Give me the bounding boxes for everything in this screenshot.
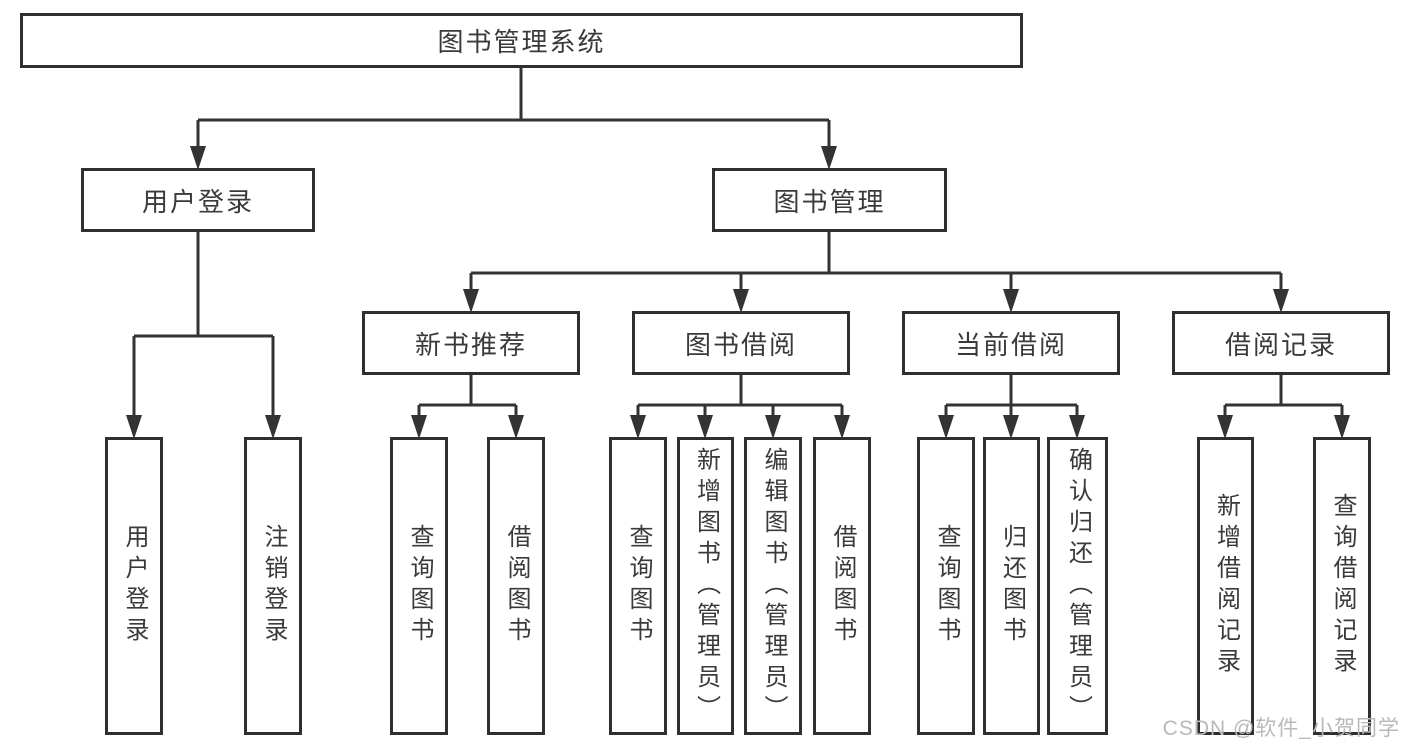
leaf-br-query-record: 查询借阅记录 (1313, 437, 1371, 735)
arrowhead-rec-borrow-book (508, 415, 524, 439)
arrowhead-bb-edit-book (765, 415, 781, 439)
node-label: 查询借阅记录 (1329, 493, 1356, 679)
node-current-borrow: 当前借阅 (902, 311, 1120, 375)
node-book-borrow: 图书借阅 (632, 311, 850, 375)
arrowhead-cb-query-book (938, 415, 954, 439)
arrowhead-cb-confirm-return (1069, 415, 1085, 439)
node-label: 图书管理系统 (437, 27, 606, 57)
node-label: 图书管理 (773, 186, 886, 217)
node-label: 当前借阅 (954, 329, 1067, 360)
leaf-cb-return-book: 归还图书 (983, 437, 1040, 735)
node-new-book-recommend: 新书推荐 (362, 311, 580, 375)
node-label: 图书借阅 (684, 329, 797, 360)
node-label: 确认归还（管理员） (1064, 446, 1092, 726)
node-label: 查询图书 (406, 524, 433, 648)
leaf-cb-query-book: 查询图书 (917, 437, 975, 735)
arrowhead-bb-add-book (697, 415, 713, 439)
csdn-watermark: CSDN @软件_小贺同学 (1162, 717, 1400, 740)
node-label: 借阅图书 (829, 524, 856, 648)
arrowhead-borrow-records (1273, 289, 1289, 313)
node-label: 新书推荐 (414, 329, 527, 360)
node-label: 用户登录 (141, 186, 254, 217)
leaf-bb-query-book: 查询图书 (609, 437, 667, 735)
node-label: 编辑图书（管理员） (760, 446, 787, 726)
leaf-logout: 注销登录 (244, 437, 302, 735)
node-label: 查询图书 (933, 524, 960, 648)
node-label: 归还图书 (998, 524, 1026, 648)
arrowhead-book-management (821, 146, 837, 170)
arrowhead-br-query-record (1334, 415, 1350, 439)
arrowhead-book-borrow (733, 289, 749, 313)
node-label: 借阅图书 (503, 524, 530, 648)
leaf-bb-add-book-admin: 新增图书（管理员） (677, 437, 734, 735)
leaf-cb-confirm-return-admin: 确认归还（管理员） (1047, 437, 1108, 735)
arrowhead-rec-query-book (411, 415, 427, 439)
node-label: 用户登录 (121, 524, 148, 648)
arrowhead-new-book-recommend (463, 289, 479, 313)
leaf-user-login: 用户登录 (105, 437, 163, 735)
arrowhead-cb-return-book (1003, 415, 1019, 439)
leaf-rec-borrow-book: 借阅图书 (487, 437, 545, 735)
arrowhead-br-add-record (1217, 415, 1233, 439)
arrowhead-logout (265, 415, 281, 439)
node-borrow-records: 借阅记录 (1172, 311, 1390, 375)
arrowhead-user-login (190, 146, 206, 170)
node-library-system: 图书管理系统 (20, 13, 1023, 68)
arrowhead-login (126, 415, 142, 439)
node-book-management: 图书管理 (712, 168, 947, 232)
node-user-login: 用户登录 (81, 168, 315, 232)
node-label: 查询图书 (625, 524, 652, 648)
node-label: 注销登录 (260, 524, 287, 648)
arrowhead-bb-query-book (630, 415, 646, 439)
arrowhead-bb-borrow-book (834, 415, 850, 439)
leaf-bb-edit-book-admin: 编辑图书（管理员） (744, 437, 802, 735)
node-label: 借阅记录 (1224, 329, 1337, 360)
leaf-bb-borrow-book: 借阅图书 (813, 437, 871, 735)
leaf-br-add-record: 新增借阅记录 (1197, 437, 1254, 735)
arrowhead-current-borrow (1003, 289, 1019, 313)
leaf-rec-query-book: 查询图书 (390, 437, 448, 735)
node-label: 新增图书（管理员） (692, 446, 720, 726)
node-label: 新增借阅记录 (1212, 493, 1240, 679)
